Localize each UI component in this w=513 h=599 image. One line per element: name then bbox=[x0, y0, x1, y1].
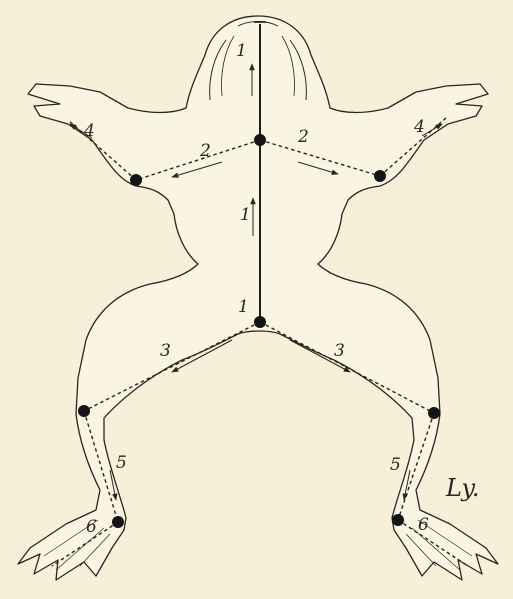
joint-knee-right bbox=[428, 407, 440, 419]
label-upper-arm-right: 2 bbox=[297, 127, 309, 147]
label-foot-right: 6 bbox=[418, 515, 429, 535]
label-upper-arm-left: 2 bbox=[199, 141, 211, 161]
joint-pelvis bbox=[254, 316, 266, 328]
label-spine-top: 1 bbox=[236, 41, 247, 61]
frog-outline bbox=[18, 16, 498, 580]
label-forearm-right: 4 bbox=[413, 117, 425, 137]
joint-shoulder bbox=[254, 134, 266, 146]
label-spine-mid: 1 bbox=[240, 205, 251, 225]
artist-signature: Ly. bbox=[445, 474, 480, 502]
label-shank-left: 5 bbox=[116, 453, 127, 473]
label-forearm-left: 4 bbox=[83, 121, 95, 141]
joint-ankle-left bbox=[112, 516, 124, 528]
label-thigh-right: 3 bbox=[334, 341, 345, 361]
label-spine-low: 1 bbox=[238, 297, 249, 317]
joint-ankle-right bbox=[392, 514, 404, 526]
label-thigh-left: 3 bbox=[160, 341, 171, 361]
label-foot-left: 6 bbox=[86, 517, 97, 537]
label-shank-right: 5 bbox=[390, 455, 401, 475]
joint-elbow-right bbox=[374, 170, 386, 182]
joint-elbow-left bbox=[130, 174, 142, 186]
joint-knee-left bbox=[78, 405, 90, 417]
